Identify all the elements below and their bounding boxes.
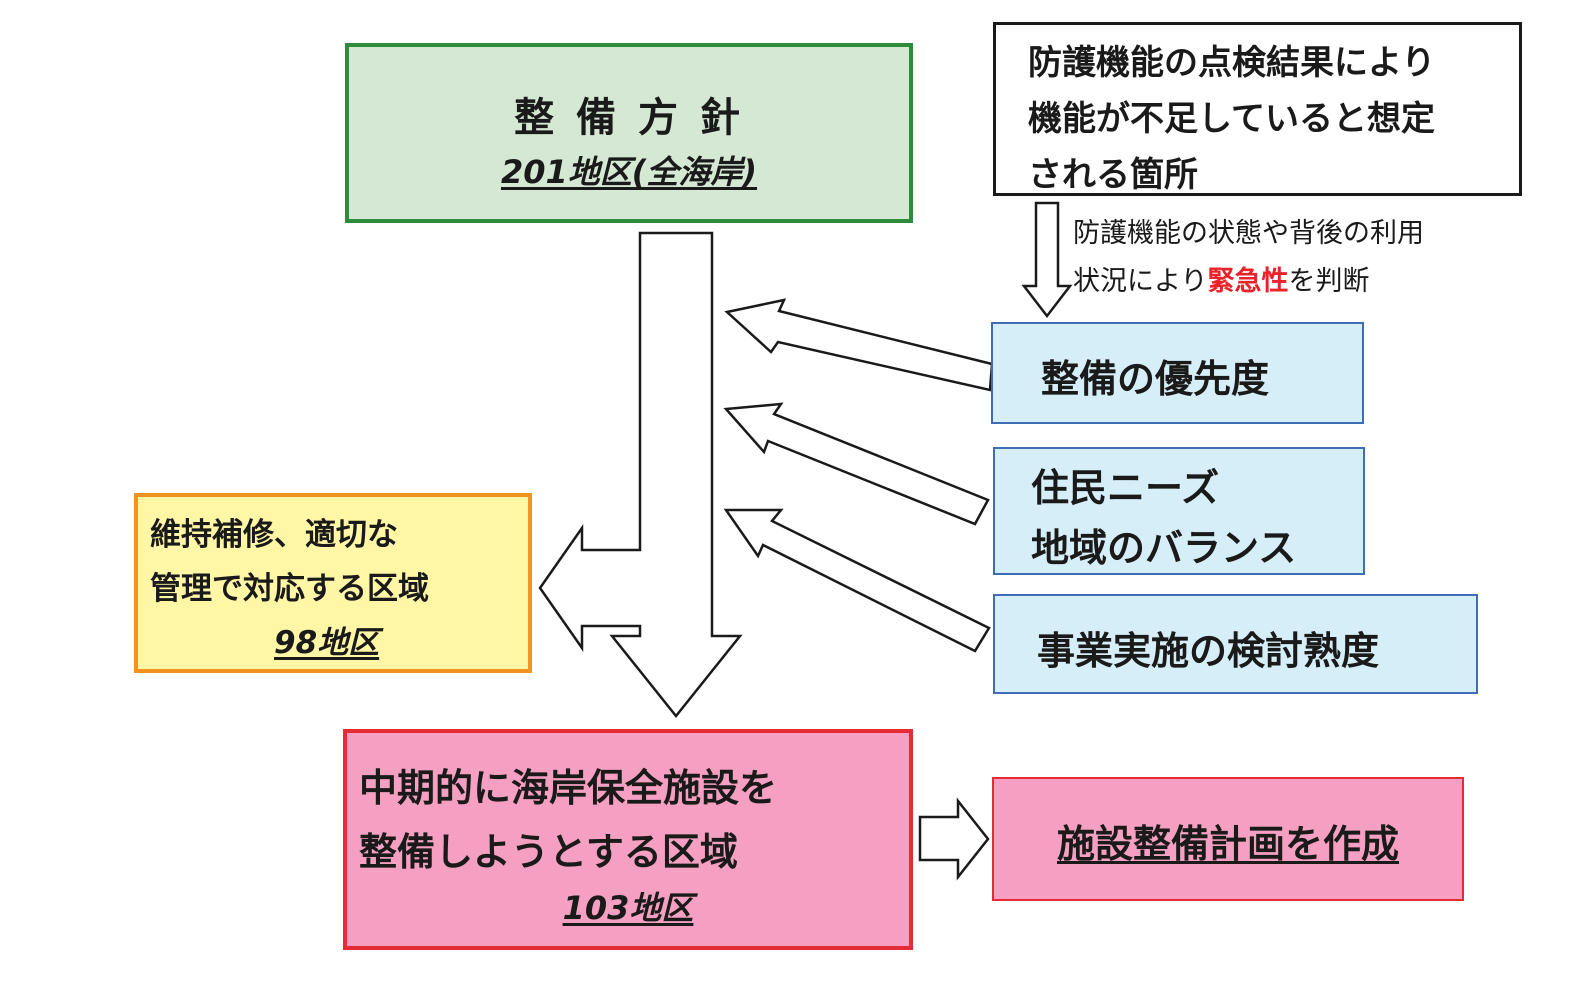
priority-label: 整備の優先度 bbox=[1041, 357, 1270, 401]
maintenance-count: 98地区 bbox=[274, 625, 380, 661]
urgency-note-line-2: 状況により緊急性を判断 bbox=[1073, 259, 1369, 298]
midterm-line-1: 中期的に海岸保全施設を bbox=[359, 766, 778, 810]
needs-arrow bbox=[723, 402, 990, 526]
urgency-note-line-1: 防護機能の状態や背後の利用 bbox=[1073, 218, 1424, 249]
policy-title: 整 備 方 針 bbox=[514, 95, 744, 141]
urgency-note-suffix: を判断 bbox=[1288, 266, 1370, 297]
maintenance-box: 維持補修、適切な 管理で対応する区域 98地区 bbox=[134, 493, 532, 673]
midterm-box: 中期的に海岸保全施設を 整備しようとする区域 103地区 bbox=[343, 729, 913, 950]
maintenance-line-2: 管理で対応する区域 bbox=[150, 571, 429, 607]
policy-box: 整 備 方 針 201地区(全海岸) bbox=[345, 43, 913, 223]
urgency-note-prefix: 状況により bbox=[1073, 266, 1208, 297]
inspection-line-2: 機能が不足していると想定 bbox=[1028, 99, 1435, 139]
priority-arrow bbox=[724, 298, 994, 392]
priority-box: 整備の優先度 bbox=[991, 322, 1364, 424]
urgency-down-arrow bbox=[1021, 201, 1073, 319]
urgency-highlight: 緊急性 bbox=[1207, 266, 1289, 297]
plan-label: 施設整備計画を作成 bbox=[1056, 822, 1399, 866]
inspection-line-1: 防護機能の点検結果により bbox=[1028, 43, 1436, 83]
review-box: 事業実施の検討熟度 bbox=[993, 594, 1478, 694]
inspection-box: 防護機能の点検結果により 機能が不足していると想定 される箇所 bbox=[993, 22, 1522, 196]
needs-line-2: 地域のバランス bbox=[1031, 526, 1297, 570]
needs-box: 住民ニーズ 地域のバランス bbox=[993, 447, 1365, 575]
review-arrow bbox=[723, 508, 991, 653]
policy-subtitle: 201地区(全海岸) bbox=[500, 153, 758, 191]
plan-right-arrow bbox=[918, 797, 990, 881]
main-down-arrow bbox=[538, 231, 743, 719]
midterm-count: 103地区 bbox=[562, 889, 694, 927]
midterm-line-2: 整備しようとする区域 bbox=[359, 830, 738, 874]
review-label: 事業実施の検討熟度 bbox=[1037, 629, 1380, 673]
needs-line-1: 住民ニーズ bbox=[1031, 466, 1220, 510]
inspection-line-3: される箇所 bbox=[1028, 155, 1198, 195]
maintenance-line-1: 維持補修、適切な bbox=[150, 517, 398, 553]
plan-box: 施設整備計画を作成 bbox=[992, 777, 1464, 901]
